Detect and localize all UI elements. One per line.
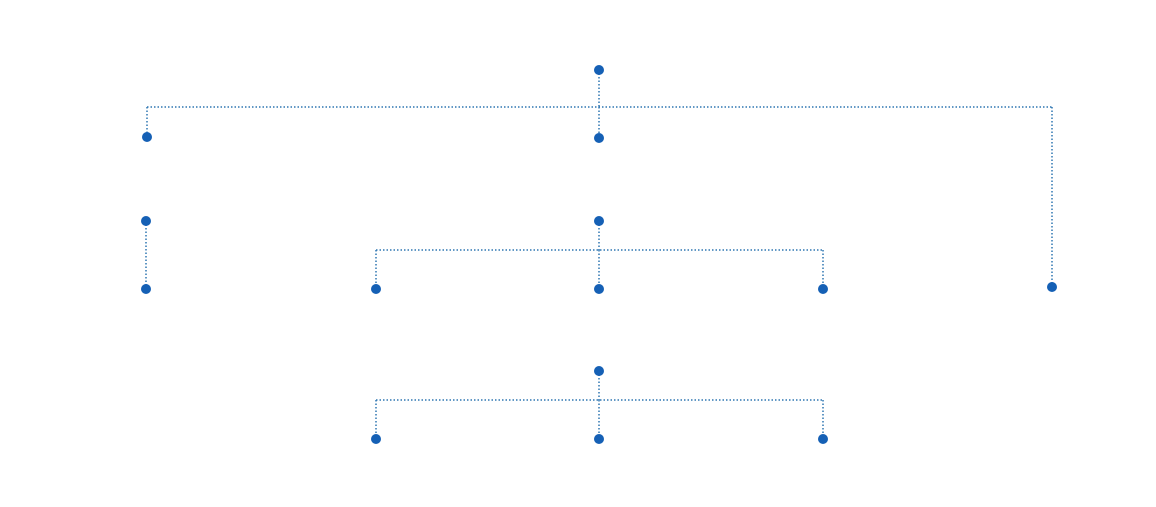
- tree-node-10[interactable]: [818, 284, 828, 294]
- tree-node-6[interactable]: [141, 284, 151, 294]
- tree-node-12[interactable]: [371, 434, 381, 444]
- tree-node-5[interactable]: [141, 216, 151, 226]
- tree-node-13[interactable]: [594, 434, 604, 444]
- nodes-layer: [141, 65, 1057, 444]
- tree-node-7[interactable]: [594, 216, 604, 226]
- tree-node-9[interactable]: [594, 284, 604, 294]
- tree-node-4[interactable]: [1047, 282, 1057, 292]
- connectors-layer: [145, 70, 1053, 439]
- tree-node-14[interactable]: [818, 434, 828, 444]
- tree-node-3[interactable]: [594, 133, 604, 143]
- tree-node-11[interactable]: [594, 366, 604, 376]
- tree-node-8[interactable]: [371, 284, 381, 294]
- tree-node-2[interactable]: [142, 132, 152, 142]
- tree-node-1[interactable]: [594, 65, 604, 75]
